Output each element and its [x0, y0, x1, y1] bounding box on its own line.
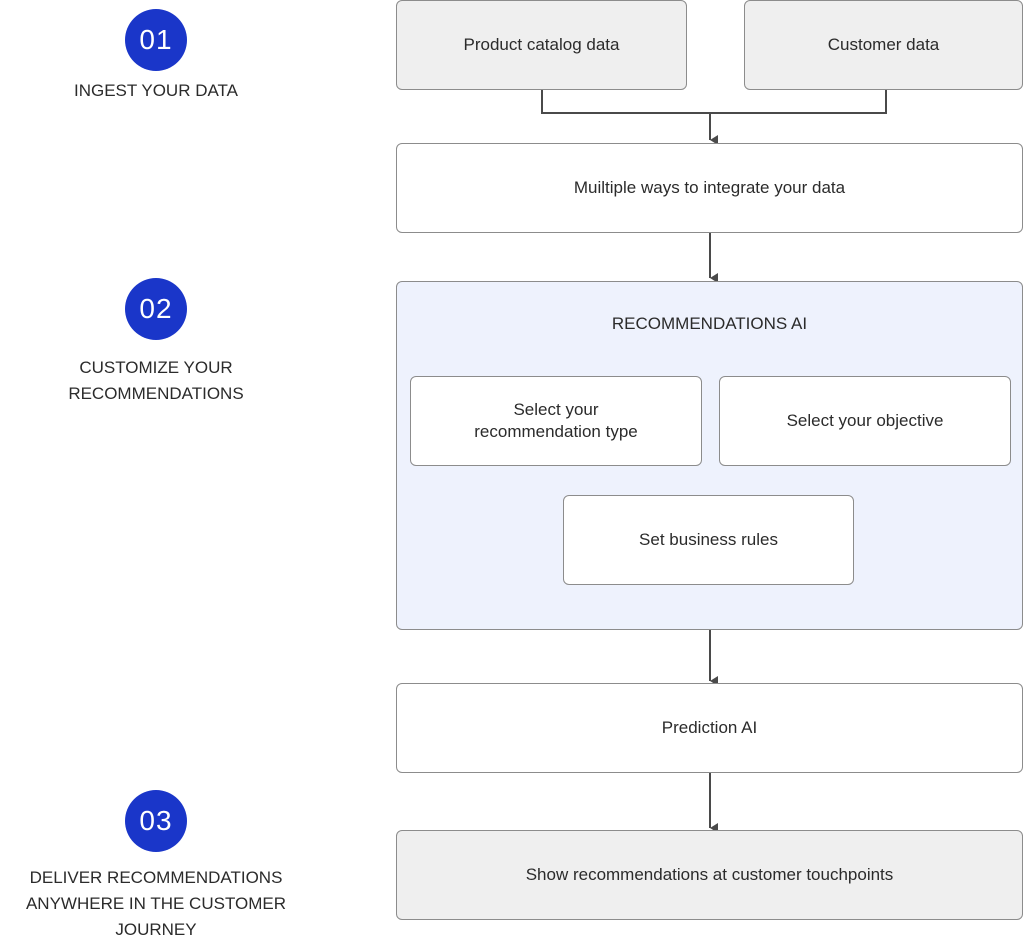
prediction-ai-box: Prediction AI [396, 683, 1023, 773]
step-2-label-line-2: RECOMMENDATIONS [68, 384, 244, 403]
step-3-label-line-2: ANYWHERE IN THE CUSTOMER [25, 894, 287, 913]
recommendation-type-line-2: recommendation type [474, 422, 638, 441]
step-1-label: INGEST YOUR DATA [20, 78, 292, 104]
product-catalog-data-box: Product catalog data [396, 0, 687, 90]
prediction-ai-label: Prediction AI [661, 718, 758, 737]
step-1-number: 01 [139, 24, 173, 55]
objective-box: Select your objective [719, 376, 1011, 466]
merge-connector [541, 90, 887, 114]
recommendation-type-line-1: Select your [513, 400, 599, 419]
step-3-number: 03 [139, 805, 173, 836]
step-3-badge: 03 [125, 790, 187, 852]
recommendation-type-box: Select your recommendation type [410, 376, 702, 466]
step-3-label: DELIVER RECOMMENDATIONS ANYWHERE IN THE … [0, 865, 312, 943]
objective-label: Select your objective [786, 411, 944, 430]
recommendations-ai-title: RECOMMENDATIONS AI [611, 314, 808, 333]
step-1-label-text: INGEST YOUR DATA [73, 81, 239, 100]
customer-data-box: Customer data [744, 0, 1023, 90]
step-2-badge: 02 [125, 278, 187, 340]
step-2-label: CUSTOMIZE YOUR RECOMMENDATIONS [20, 355, 292, 407]
integrate-data-box: Muiltiple ways to integrate your data [396, 143, 1023, 233]
business-rules-box: Set business rules [563, 495, 854, 585]
step-2-number: 02 [139, 293, 173, 324]
step-1-badge: 01 [125, 9, 187, 71]
step-3-label-line-3: JOURNEY [115, 920, 197, 939]
touchpoints-box: Show recommendations at customer touchpo… [396, 830, 1023, 920]
step-2-label-line-1: CUSTOMIZE YOUR [79, 358, 233, 377]
touchpoints-label: Show recommendations at customer touchpo… [525, 865, 894, 884]
business-rules-label: Set business rules [639, 530, 778, 549]
customer-data-label: Customer data [827, 35, 940, 54]
integrate-data-label: Muiltiple ways to integrate your data [573, 178, 846, 197]
step-3-label-line-1: DELIVER RECOMMENDATIONS [29, 868, 283, 887]
product-catalog-data-label: Product catalog data [463, 35, 620, 54]
